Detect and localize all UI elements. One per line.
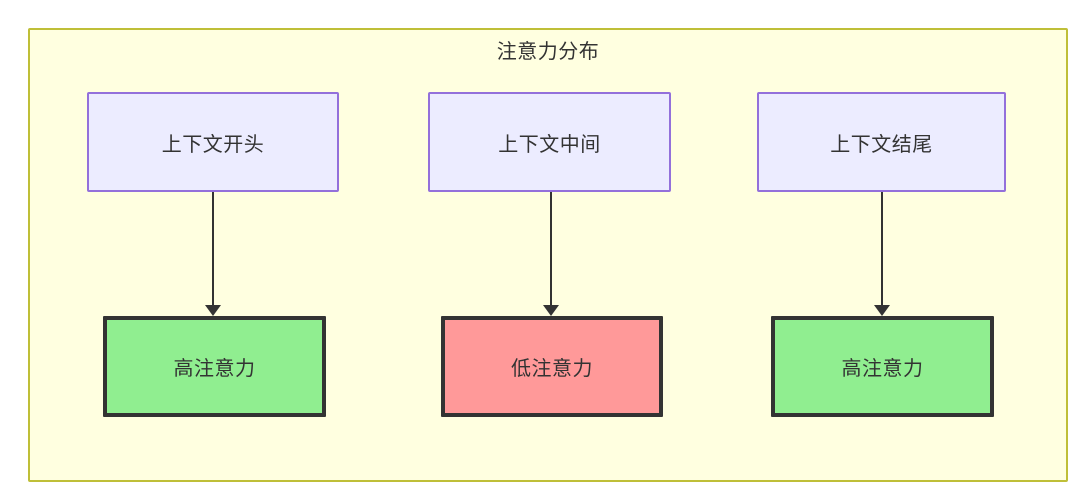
node-label: 高注意力 (173, 358, 256, 380)
node-context-end[interactable]: 上下文结尾 (757, 92, 1006, 192)
node-label: 高注意力 (841, 358, 924, 380)
edge-line-context-start-to-high (212, 192, 214, 310)
edge-line-context-end-to-high (881, 192, 883, 310)
edge-arrowhead-context-middle-to-low (543, 305, 559, 316)
subgraph-title: 注意力分布 (496, 41, 600, 63)
node-attention-low-middle[interactable]: 低注意力 (441, 316, 663, 417)
node-label: 上下文结尾 (830, 133, 933, 156)
node-label: 上下文开头 (161, 133, 265, 156)
node-attention-high-end[interactable]: 高注意力 (771, 316, 994, 417)
edge-arrowhead-context-end-to-high (874, 305, 890, 316)
node-context-middle[interactable]: 上下文中间 (428, 92, 671, 192)
node-attention-high-start[interactable]: 高注意力 (103, 316, 326, 417)
node-context-start[interactable]: 上下文开头 (87, 92, 339, 192)
edge-arrowhead-context-start-to-high (205, 305, 221, 316)
node-label: 上下文中间 (498, 133, 601, 156)
node-label: 低注意力 (511, 358, 593, 380)
edge-line-context-middle-to-low (550, 192, 552, 310)
